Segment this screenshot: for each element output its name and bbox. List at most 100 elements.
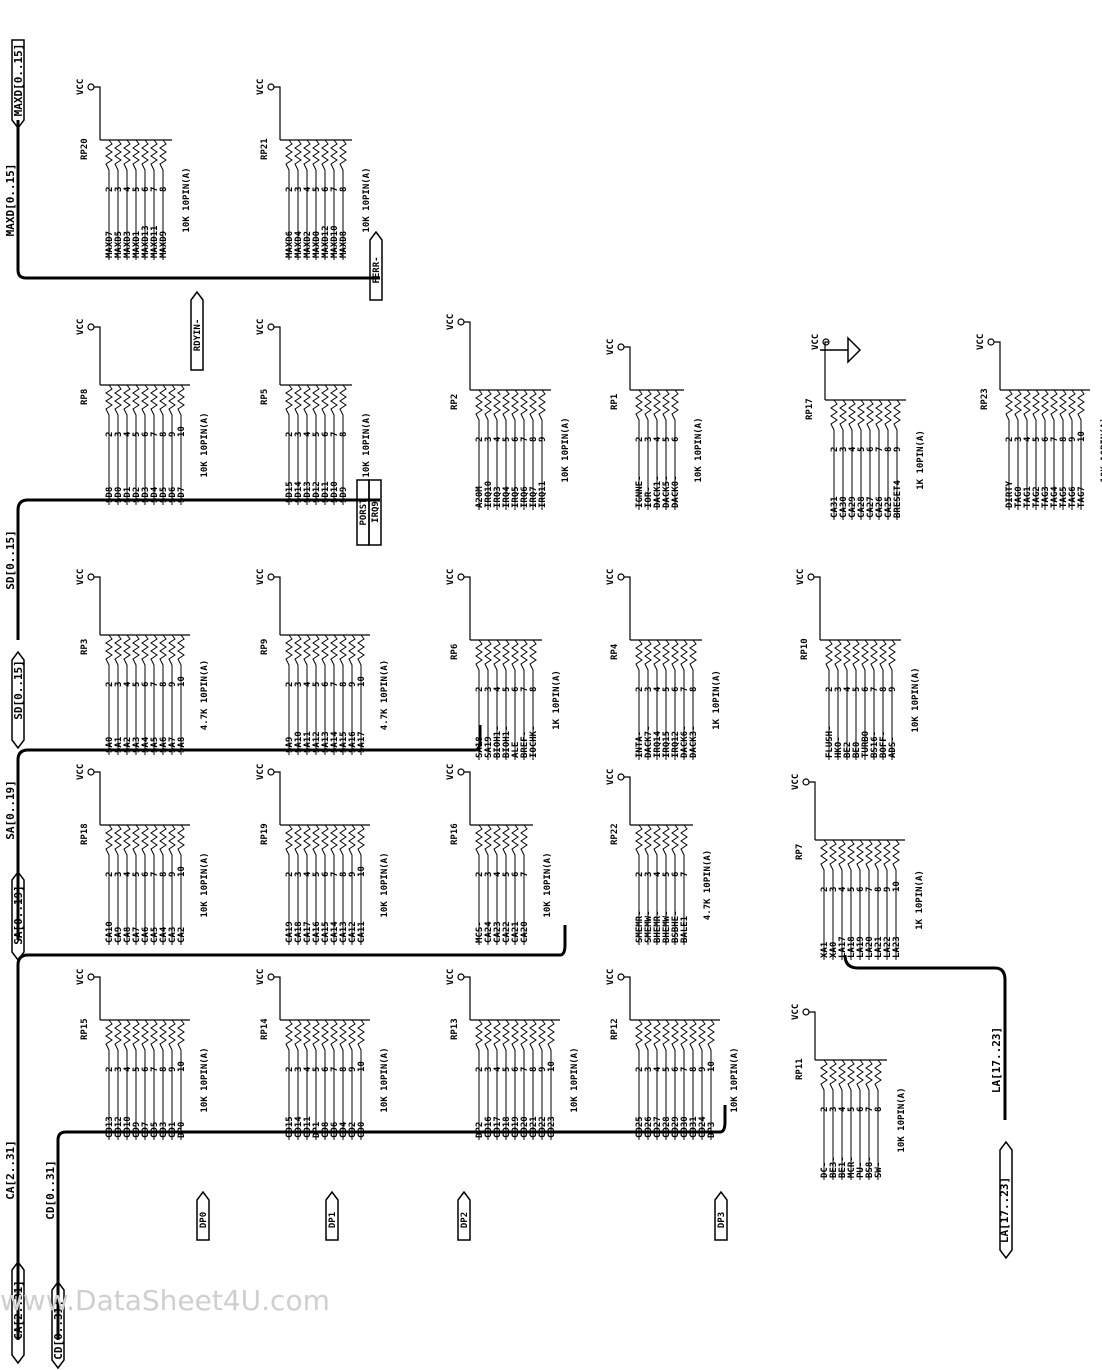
resistor-element: [105, 384, 113, 505]
signal-label: SD7: [177, 487, 187, 503]
pin-number: 4: [848, 446, 858, 452]
vcc-node: [802, 778, 810, 786]
signal-label: CA29: [848, 496, 858, 518]
resistor-element: [339, 1019, 347, 1140]
signal-label: MAXD11: [150, 225, 160, 258]
pin-number: 3: [644, 687, 654, 692]
pin-number: 3: [294, 1067, 304, 1072]
vcc-wire: [94, 771, 101, 825]
resistor-element: [303, 1019, 311, 1140]
vcc-wire: [814, 576, 821, 640]
resistor-network-rp23: VCCRP232DIRTY3TAG04TAG15TAG26TAG37TAG48T…: [976, 334, 1102, 510]
resistor-element: [820, 839, 828, 960]
resistor-element: [838, 839, 846, 960]
pin-number: 7: [330, 872, 340, 877]
vcc-node: [87, 323, 95, 331]
resistor-element: [820, 1059, 828, 1180]
resistor-element: [123, 139, 131, 260]
resistor-element: [321, 384, 329, 505]
signal-label: BRESET4: [893, 479, 903, 518]
signal-label: TAG3: [1041, 486, 1051, 508]
signal-label: SA16: [348, 731, 358, 753]
signal-label: BS8-: [865, 1156, 875, 1178]
resistor-element: [285, 139, 293, 260]
signal-label: SD3: [141, 487, 151, 503]
pin-number: 9: [348, 872, 358, 877]
pin-number: 3: [114, 432, 124, 437]
resistor-element: [644, 1019, 652, 1140]
vcc-node: [617, 973, 625, 981]
resistor-element: [1005, 389, 1013, 510]
signal-label: DP1: [312, 1122, 322, 1138]
pin-number: 4: [303, 431, 313, 437]
signal-label: LA17: [838, 936, 848, 958]
rp-name: RP21: [260, 138, 270, 160]
vcc-label: VCC: [796, 569, 806, 585]
signal-label: IRQ6: [520, 486, 530, 508]
vcc-wire: [94, 576, 101, 635]
pin-number: 9: [888, 687, 898, 692]
pin-number: 10: [177, 676, 187, 687]
signal-label: CD6: [330, 1122, 340, 1138]
rp-value: 1K 10PIN(A): [915, 870, 925, 930]
resistor-element: [502, 824, 510, 945]
signal-label: SA10: [294, 731, 304, 753]
pin-number: 9: [893, 447, 903, 452]
signal-label: FLUSH-: [825, 725, 835, 758]
pin-number: 9: [883, 887, 893, 892]
resistor-element: [132, 824, 140, 945]
signal-label: CA19: [285, 921, 295, 943]
pin-number: 3: [484, 687, 494, 692]
signal-label: TAG2: [1032, 486, 1042, 508]
signal-label: SD14: [294, 481, 304, 503]
signal-label: SA19: [484, 736, 494, 758]
pin-number: 4: [123, 871, 133, 877]
signal-label: INTA-: [635, 731, 645, 758]
resistor-element: [879, 639, 887, 760]
resistor-element: [865, 839, 873, 960]
resistor-element: [348, 634, 356, 755]
vcc-label: VCC: [256, 79, 266, 95]
resistor-element: [547, 1019, 555, 1140]
resistor-element: [168, 384, 176, 505]
resistor-network-rp4: VCCRP42INTA-3DACK7-4IRQ145IRQ156IRQ127DA…: [606, 569, 722, 760]
signal-label: BALE1: [680, 916, 690, 943]
resistor-element: [150, 1019, 158, 1140]
pin-number: 2: [825, 687, 835, 692]
pin-number: 6: [141, 432, 151, 437]
signal-label: SD4: [150, 486, 160, 503]
vcc-label: VCC: [76, 969, 86, 985]
signal-label: CD9: [132, 1122, 142, 1138]
signal-label: CA2: [177, 927, 187, 943]
pin-number: 8: [884, 447, 894, 452]
vcc-wire: [274, 326, 281, 385]
resistor-element: [159, 139, 167, 260]
pin-number: 7: [150, 1067, 160, 1072]
pin-number: 5: [1032, 437, 1042, 442]
vcc-node: [457, 768, 465, 776]
pin-number: 4: [493, 686, 503, 692]
resistor-element: [1077, 389, 1085, 510]
signal-label: SA17: [357, 731, 367, 753]
resistor-element: [825, 639, 833, 760]
signal-label: CD8: [321, 1122, 331, 1138]
port-arrow-ca: [11, 1260, 25, 1365]
bus-label-sd-left: SD[0..15]: [12, 660, 25, 720]
signal-label: MAXD9: [159, 231, 169, 258]
signal-label: MAXD7: [105, 231, 115, 258]
resistor-element: [132, 634, 140, 755]
bus-label-ca-bottom: CA[2..31]: [12, 1280, 25, 1340]
resistor-network-rp1: VCCRP12IGNNE-3IOR-4DACK1-5DACK5-6DACK0-1…: [606, 339, 704, 510]
signal-label: A20M: [475, 486, 485, 508]
vcc-wire: [94, 976, 101, 1020]
rp-value: 10K 10PIN(A): [570, 1047, 580, 1112]
vcc-node: [267, 323, 275, 331]
resistor-element: [114, 139, 122, 260]
signal-label: MAXD3: [123, 231, 133, 258]
pin-number: 6: [511, 687, 521, 692]
pin-number: 3: [114, 1067, 124, 1072]
signal-label: CD22: [538, 1116, 548, 1138]
signal-label: TURBO: [861, 730, 871, 758]
vcc-label: VCC: [446, 764, 456, 780]
pin-number: 6: [511, 1067, 521, 1072]
